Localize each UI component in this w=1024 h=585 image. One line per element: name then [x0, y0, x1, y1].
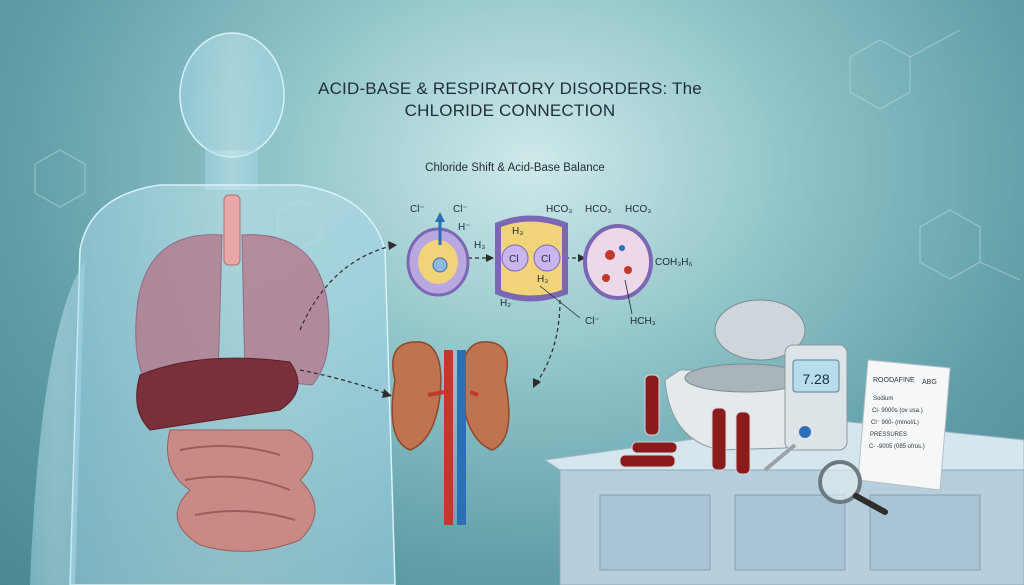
report-line-4: PRESSURES: [870, 432, 907, 438]
report-tag: ABG: [922, 379, 937, 386]
magnifying-glass-icon: [818, 460, 888, 515]
lungs: [135, 194, 330, 391]
cell3-label-hco3-1: HCO₃: [585, 204, 611, 215]
report-line-1: Sodium: [873, 396, 893, 402]
title-line-2: CHLORIDE CONNECTION: [404, 101, 616, 120]
cell2-label-cl-3: Cl⁻: [585, 316, 600, 327]
cell2-label-h-1: H₃: [512, 226, 523, 237]
cell2-label-cl-2: Cl: [541, 254, 550, 265]
analyzer-reading: 7.28: [802, 371, 829, 387]
title-line-1: ACID-BASE & RESPIRATORY DISORDERS: The: [318, 79, 702, 98]
blood-gas-analyzer: 7.28: [763, 344, 848, 472]
centrifuge: [664, 299, 821, 451]
report-line-5: C- -9005 (085 ofrus.): [869, 444, 925, 450]
diagram-subtitle: Chloride Shift & Acid-Base Balance: [425, 162, 605, 174]
cell1-label-cl-2: Cl⁻: [453, 204, 468, 215]
lab-report: ROODAFINE ABG Sodium Cl- 9000s (ov usa.)…: [857, 359, 951, 491]
red-blood-cell-3: HCO₃ HCO₃ COH₃H₆ HCH₃: [583, 204, 693, 327]
report-line-3: Cl⁻ 900- (mmol/L): [871, 420, 919, 426]
kidneys: [391, 341, 510, 525]
cell2-label-h-2: H₃: [537, 274, 548, 285]
report-line-2: Cl- 9000s (ov usa.): [872, 408, 923, 414]
cell2-label-h-3: H₂: [500, 298, 511, 309]
cell3-label-coh: COH₃H₆: [655, 257, 693, 268]
cell2-label-hco3: HCO₃: [546, 204, 572, 215]
cell1-label-cl-1: Cl⁻: [410, 204, 425, 215]
red-blood-cell-1: Cl⁻ Cl⁻ H⁻ H₃: [406, 204, 485, 297]
cell1-label-h-1: H⁻: [458, 222, 471, 233]
cell3-label-hch3: HCH₃: [630, 316, 656, 327]
abdominal-organs: [136, 357, 316, 552]
cell2-label-cl-1: Cl: [509, 254, 518, 265]
report-header: ROODAFINE: [873, 377, 915, 384]
arrow-heads: [382, 241, 586, 398]
diagram-title: ACID-BASE & RESPIRATORY DISORDERS: The C…: [300, 78, 720, 122]
cell3-label-hco3-2: HCO₃: [625, 204, 651, 215]
cell1-label-h-2: H₃: [474, 240, 485, 251]
red-blood-cell-2: HCO₃ H₃ Cl Cl H₃ H₂ Cl⁻: [495, 204, 600, 327]
blood-sample-tubes: [619, 374, 751, 475]
